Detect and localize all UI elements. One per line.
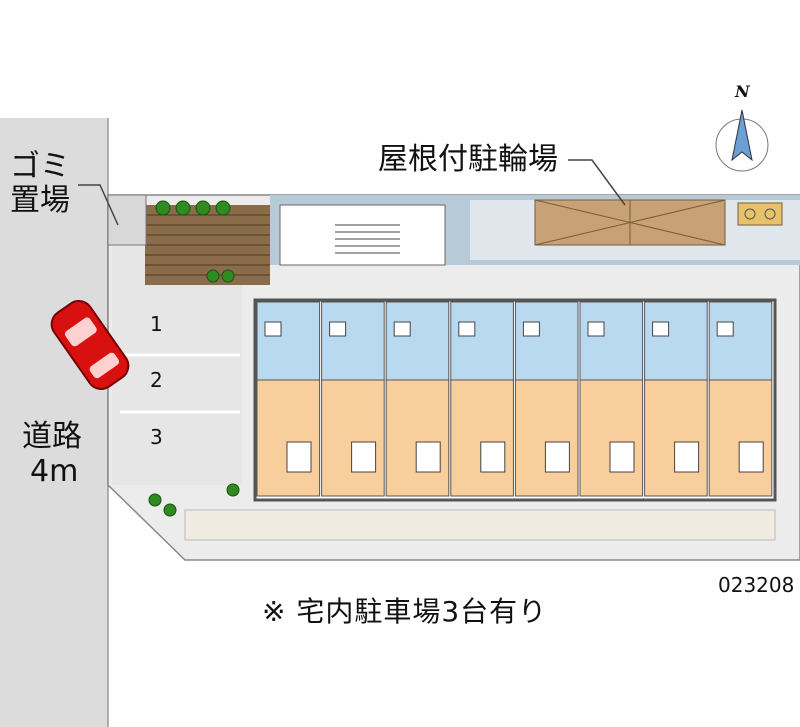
road-label-line2: 4m [30, 454, 79, 489]
parking-slot-2: 2 [150, 368, 163, 392]
apartment-unit [450, 301, 514, 497]
apartment-unit [514, 301, 579, 497]
property-code: 023208 [718, 573, 795, 597]
bicycle-parking-roof [534, 199, 726, 246]
apartment-unit [708, 301, 773, 497]
apartment-unit [385, 301, 450, 497]
walkway [184, 509, 776, 541]
bicycle-icon [737, 202, 783, 226]
bike-parking-label: 屋根付駐輪場 [378, 142, 558, 177]
staircase-icon [279, 204, 446, 266]
apartment-unit [256, 301, 321, 497]
road [0, 118, 108, 727]
apartment-unit [579, 301, 644, 497]
apartment-building [253, 298, 777, 502]
garbage-area [107, 194, 147, 246]
parking-slot-1: 1 [150, 312, 163, 336]
car-icon [50, 300, 130, 390]
parking-note: ※ 宅内駐車場3台有り [262, 595, 548, 628]
apartment-unit [644, 301, 708, 497]
shrubs [148, 200, 240, 517]
garbage-label-line2: 置場 [10, 183, 70, 218]
parking-slot-3: 3 [150, 425, 163, 449]
garbage-label-line1: ゴミ [10, 149, 70, 184]
north-arrow-icon [715, 109, 769, 172]
north-label: N [735, 82, 750, 101]
apartment-unit [321, 301, 385, 497]
road-label-line1: 道路 [22, 419, 82, 454]
